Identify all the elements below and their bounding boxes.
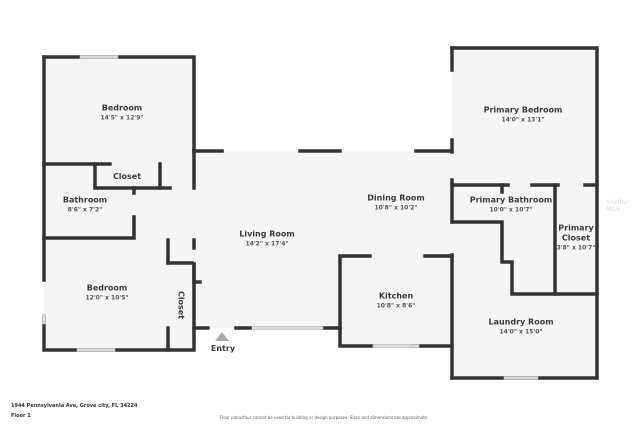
watermark: Stellar MLS bbox=[606, 199, 629, 213]
entry-arrow-icon bbox=[215, 332, 229, 341]
room-dimensions: 8'6" x 7'2" bbox=[67, 206, 103, 214]
room-name: Bathroom bbox=[62, 195, 108, 205]
walls bbox=[42, 46, 599, 380]
room-primary-closet: Primary Closet 3'8" x 10'7" bbox=[557, 224, 596, 253]
entry-label: Entry bbox=[210, 344, 236, 353]
room-dimensions: 14'0" x 15'0" bbox=[499, 328, 543, 336]
room-name: Primary Bedroom bbox=[483, 105, 563, 115]
windows bbox=[42, 55, 539, 380]
room-name-line2: Closet bbox=[561, 233, 591, 243]
room-closet-1: Closet bbox=[113, 172, 141, 182]
room-dimensions: 12'0" x 10'5" bbox=[85, 294, 129, 302]
room-primary-bathroom: Primary Bathroom 10'0" x 10'7" bbox=[470, 196, 553, 215]
room-dimensions: 10'0" x 10'7" bbox=[489, 206, 533, 214]
room-bedroom-2: Bedroom 12'0" x 10'5" bbox=[85, 284, 128, 303]
room-name: Laundry Room bbox=[488, 317, 554, 327]
room-dimensions: 14'0" x 13'1" bbox=[501, 116, 545, 124]
room-floors bbox=[44, 48, 597, 378]
room-name: Dining Room bbox=[367, 193, 425, 203]
room-name: Primary Bathroom bbox=[469, 195, 553, 205]
room-name: Living Room bbox=[239, 229, 295, 239]
room-dining-room: Dining Room 10'8" x 10'2" bbox=[367, 194, 425, 213]
room-dimensions: 10'8" x 10'2" bbox=[374, 204, 418, 212]
room-name: Bedroom bbox=[86, 283, 128, 293]
room-laundry-room: Laundry Room 14'0" x 15'0" bbox=[488, 318, 553, 337]
room-name: Primary bbox=[558, 223, 594, 233]
room-dimensions: 3'8" x 10'7" bbox=[556, 244, 596, 252]
room-closet-2: Closet bbox=[176, 290, 186, 320]
room-living-room: Living Room 14'2" x 17'4" bbox=[239, 230, 295, 249]
address: 1944 Pennsylvania Ave, Grove city, FL 34… bbox=[11, 403, 138, 409]
room-dimensions: 14'2" x 17'4" bbox=[245, 240, 289, 248]
room-name: Closet bbox=[112, 172, 142, 181]
room-primary-bedroom: Primary Bedroom 14'0" x 13'1" bbox=[484, 106, 563, 125]
room-bedroom-1: Bedroom 14'5" x 12'9" bbox=[100, 104, 143, 123]
floor-label: Floor 1 bbox=[11, 413, 31, 419]
room-kitchen: Kitchen 10'8" x 8'6" bbox=[377, 292, 416, 311]
disclaimer: Floor plans/tour cannot be used for buil… bbox=[220, 415, 429, 420]
room-dimensions: 14'5" x 12'9" bbox=[100, 114, 144, 122]
room-bathroom: Bathroom 8'6" x 7'2" bbox=[63, 196, 107, 215]
room-name: Kitchen bbox=[378, 291, 414, 301]
room-dimensions: 10'8" x 8'6" bbox=[376, 302, 416, 310]
room-name: Bedroom bbox=[101, 103, 143, 113]
